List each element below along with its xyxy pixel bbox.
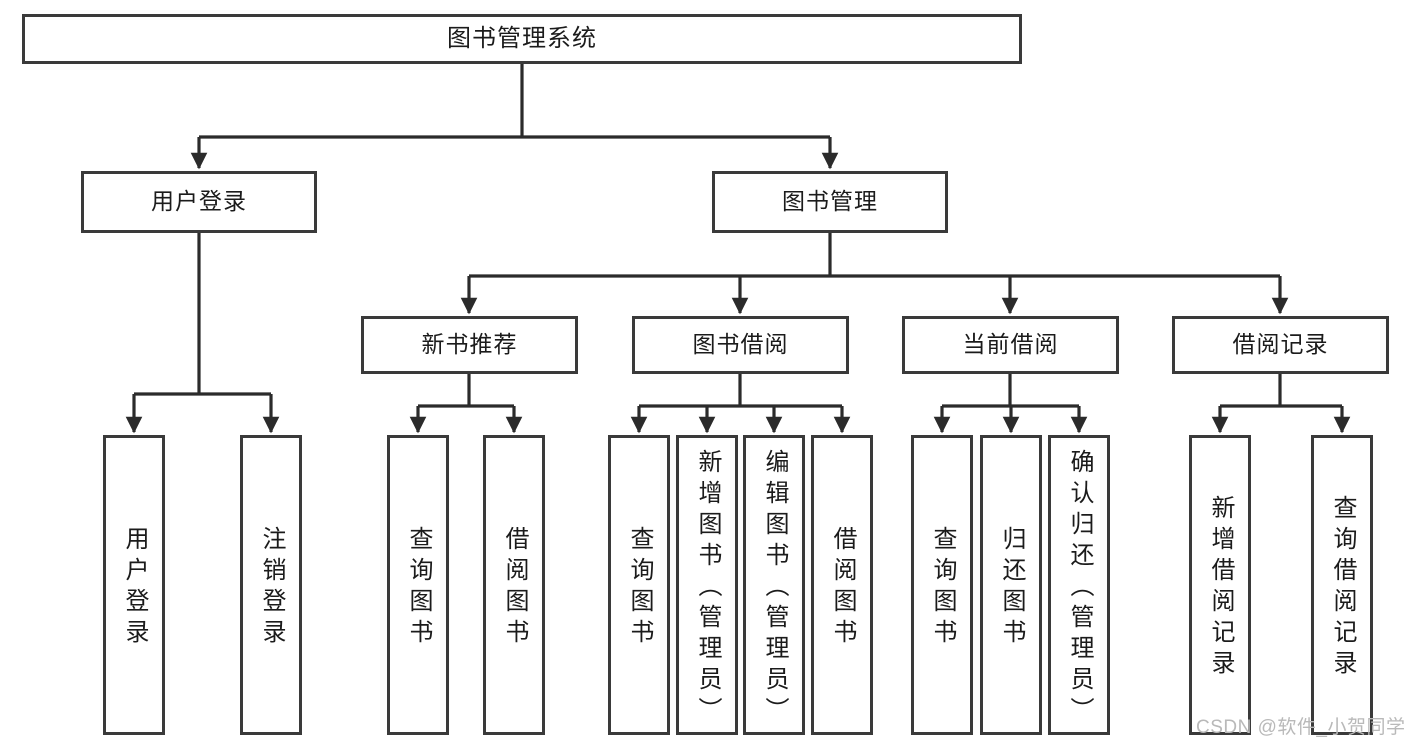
node-leaf-confirm-return[interactable]: 确认归还（管理员） [1048, 435, 1110, 735]
node-leaf-add-book-label: 新增图书（管理员） [694, 448, 721, 728]
node-leaf-user-login-label: 用户登录 [121, 526, 148, 650]
node-leaf-borrow-book-rec-label: 借阅图书 [501, 526, 528, 650]
node-leaf-query-book-borrow-label: 查询图书 [626, 526, 653, 650]
node-leaf-confirm-return-label: 确认归还（管理员） [1066, 448, 1093, 728]
node-leaf-add-record-label: 新增借阅记录 [1207, 495, 1234, 681]
node-leaf-user-login[interactable]: 用户登录 [103, 435, 165, 735]
node-leaf-add-book[interactable]: 新增图书（管理员） [676, 435, 738, 735]
node-leaf-logout[interactable]: 注销登录 [240, 435, 302, 735]
node-leaf-edit-book-label: 编辑图书（管理员） [761, 448, 788, 728]
node-current-borrow[interactable]: 当前借阅 [902, 316, 1119, 374]
node-user-login[interactable]: 用户登录 [81, 171, 317, 233]
node-root-label: 图书管理系统 [447, 24, 597, 52]
node-book-manage-label: 图书管理 [782, 188, 878, 215]
node-leaf-query-record-label: 查询借阅记录 [1329, 495, 1356, 681]
node-leaf-return-book-label: 归还图书 [998, 526, 1025, 650]
node-leaf-edit-book[interactable]: 编辑图书（管理员） [743, 435, 805, 735]
node-book-borrow[interactable]: 图书借阅 [632, 316, 849, 374]
node-leaf-logout-label: 注销登录 [258, 526, 285, 650]
node-book-borrow-label: 图书借阅 [692, 331, 789, 358]
node-borrow-record-label: 借阅记录 [1232, 331, 1329, 358]
node-leaf-query-book-rec[interactable]: 查询图书 [387, 435, 449, 735]
node-root[interactable]: 图书管理系统 [22, 14, 1022, 64]
node-current-borrow-label: 当前借阅 [962, 331, 1059, 358]
node-leaf-query-book-cur-label: 查询图书 [929, 526, 956, 650]
node-leaf-query-book-borrow[interactable]: 查询图书 [608, 435, 670, 735]
node-leaf-query-book-rec-label: 查询图书 [405, 526, 432, 650]
node-user-login-label: 用户登录 [151, 188, 247, 215]
node-leaf-query-book-cur[interactable]: 查询图书 [911, 435, 973, 735]
node-new-book-rec[interactable]: 新书推荐 [361, 316, 578, 374]
watermark-text: CSDN @软件_小贺同学 [1196, 717, 1405, 738]
node-leaf-add-record[interactable]: 新增借阅记录 [1189, 435, 1251, 735]
node-new-book-rec-label: 新书推荐 [421, 331, 518, 358]
node-leaf-query-record[interactable]: 查询借阅记录 [1311, 435, 1373, 735]
node-borrow-record[interactable]: 借阅记录 [1172, 316, 1389, 374]
node-leaf-borrow-book-rec[interactable]: 借阅图书 [483, 435, 545, 735]
node-book-manage[interactable]: 图书管理 [712, 171, 948, 233]
node-leaf-borrow-book-label: 借阅图书 [829, 526, 856, 650]
node-leaf-return-book[interactable]: 归还图书 [980, 435, 1042, 735]
node-leaf-borrow-book[interactable]: 借阅图书 [811, 435, 873, 735]
